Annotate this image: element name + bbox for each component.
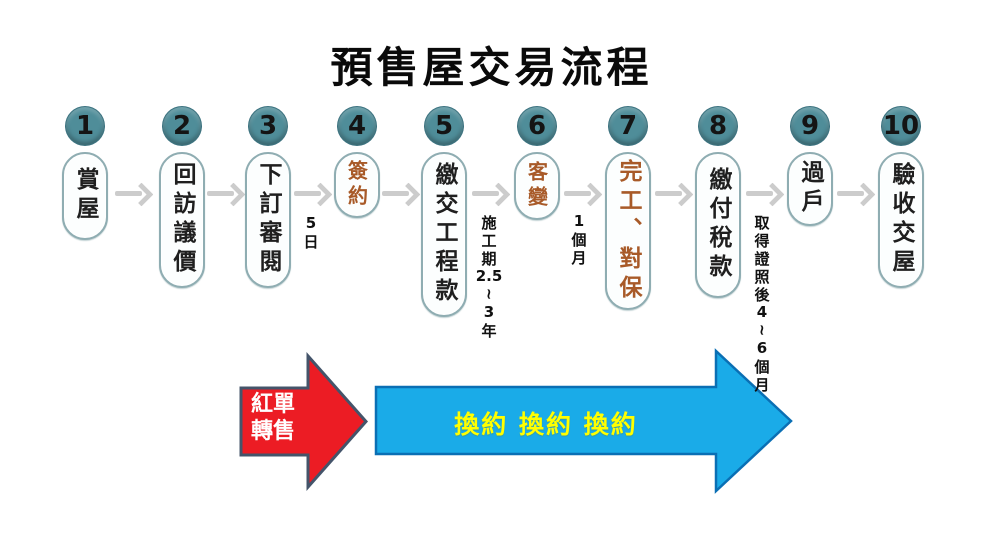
annotation-char: 工 [481, 231, 497, 250]
annotation-char: 施 [481, 213, 497, 232]
annotation-char: ~ [480, 287, 498, 301]
step-8-number-badge: 8 [699, 107, 737, 145]
annotation-char: 5 [305, 214, 317, 232]
blue-arrow-label: 換約 換約 換約 [454, 410, 638, 439]
flow-arrow-icon [564, 182, 603, 207]
step-3-pill: 下訂審閱 [245, 152, 291, 288]
step-4: 4 簽約 [334, 107, 380, 218]
step-3-number-badge: 3 [249, 107, 287, 145]
annotation-char: 照 [754, 267, 770, 286]
step-7-pill: 完工、對保 [605, 152, 651, 310]
step-5-pill: 繳交工程款 [421, 152, 467, 317]
step-3-label: 下訂審閱 [255, 162, 282, 278]
step-2: 2 回訪議價 [159, 107, 205, 288]
step-6-label: 客變 [524, 161, 549, 211]
annotation-char: 1 [573, 212, 585, 230]
step-8: 8 繳付稅款 [695, 107, 741, 298]
annotation-char: 2.5 [475, 267, 503, 285]
annotation-char: 取 [754, 213, 770, 232]
step-5-number-badge: 5 [425, 107, 463, 145]
annotation-char: 年 [481, 321, 497, 340]
red-arrow-label-line-2: 轉售 [250, 419, 295, 444]
step-1-label: 賞屋 [72, 167, 99, 225]
flow-arrow-icon [655, 182, 694, 207]
step-6-pill: 客變 [514, 152, 560, 220]
step-7-number-badge: 7 [609, 107, 647, 145]
annotation-char: 得 [754, 231, 770, 250]
step-9-label: 過戶 [797, 160, 824, 218]
step-6-number-badge: 6 [518, 107, 556, 145]
annotation-char: ~ [753, 323, 771, 337]
step-1-pill: 賞屋 [62, 152, 108, 240]
annotation-char: 日 [303, 232, 319, 251]
step-4-number-badge: 4 [338, 107, 376, 145]
flow-arrow-icon [207, 182, 246, 207]
step-8-label: 繳付稅款 [705, 167, 732, 283]
red-arrow-label-line-1: 紅單 [250, 392, 295, 417]
step-7-label: 完工、對保 [615, 158, 642, 304]
step-5: 5 繳交工程款 [421, 107, 467, 317]
flow-arrow-icon [746, 182, 785, 207]
step-2-pill: 回訪議價 [159, 152, 205, 288]
page-title: 預售屋交易流程 [330, 43, 653, 92]
step-1: 1 賞屋 [62, 107, 108, 240]
step-4-label: 簽約 [344, 160, 369, 210]
step-5-label: 繳交工程款 [431, 162, 458, 307]
annotation-char: 個 [754, 357, 770, 376]
annotation-char: 證 [754, 249, 770, 268]
step-4-pill: 簽約 [334, 152, 380, 218]
annotation-char: 6 [756, 339, 768, 357]
step-7: 7 完工、對保 [605, 107, 651, 310]
step-3: 3 下訂審閱 [245, 107, 291, 288]
annotation-char: 後 [754, 285, 770, 304]
step-1-number-badge: 1 [66, 107, 104, 145]
flow-arrow-icon [294, 182, 333, 207]
annotation-char: 3 [483, 303, 495, 321]
step-9: 9 過戶 [787, 107, 833, 226]
annotation-char: 月 [754, 375, 770, 394]
step-10-number-badge: 10 [882, 107, 920, 145]
step-10-pill: 驗收交屋 [878, 152, 924, 288]
annotation-char: 月 [571, 248, 587, 267]
step-6: 6 客變 [514, 107, 560, 220]
step-2-number-badge: 2 [163, 107, 201, 145]
step-9-number-badge: 9 [791, 107, 829, 145]
step-8-pill: 繳付稅款 [695, 152, 741, 298]
step-9-pill: 過戶 [787, 152, 833, 226]
red-arrow-label: 紅單 轉售 [237, 391, 309, 445]
flow-arrow-icon [382, 182, 421, 207]
annotation-char: 期 [481, 249, 497, 268]
flow-arrow-icon [837, 182, 876, 207]
step-10: 10 驗收交屋 [878, 107, 924, 288]
annotation-char: 個 [571, 230, 587, 249]
flow-arrow-icon [472, 182, 511, 207]
step-10-label: 驗收交屋 [888, 162, 915, 278]
step-2-label: 回訪議價 [169, 162, 196, 278]
annotation-char: 4 [756, 303, 768, 321]
flow-arrow-icon [115, 182, 154, 207]
